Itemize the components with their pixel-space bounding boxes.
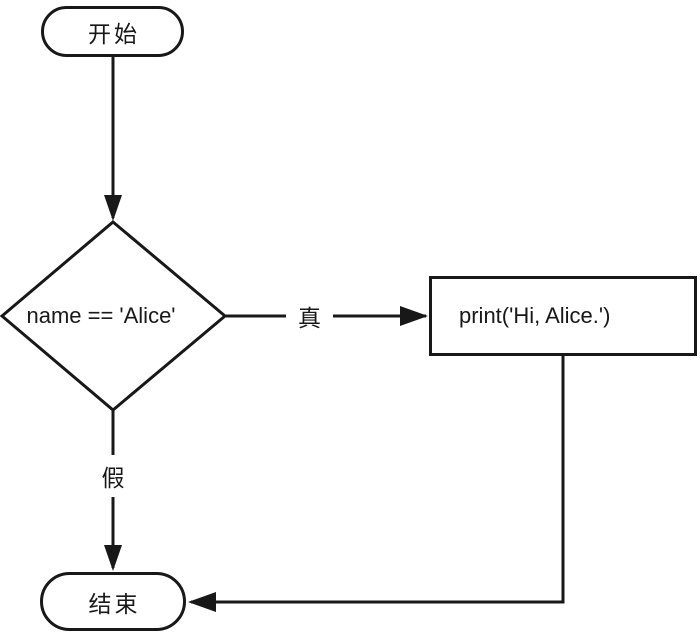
false-branch-label: 假: [93, 455, 133, 497]
arrowhead-down-into-decision-icon: [104, 195, 122, 221]
arrowhead-down-into-end-icon: [104, 545, 122, 571]
false-branch-text: 假: [101, 465, 125, 491]
decision-diamond-shape: [0, 220, 228, 412]
arrowhead-left-into-end-icon: [188, 592, 216, 612]
arrowhead-right-into-process-icon: [400, 306, 428, 326]
true-branch-label: 真: [286, 299, 333, 333]
process-code-text: print('Hi, Alice.'): [459, 303, 611, 328]
edge-process-to-end: [191, 356, 565, 604]
end-terminal-label: 结束: [88, 590, 141, 617]
end-terminal-node: 结束: [40, 572, 186, 631]
process-node: print('Hi, Alice.'): [429, 276, 697, 356]
start-terminal-node: 开始: [41, 6, 184, 57]
start-terminal-label: 开始: [88, 20, 140, 47]
true-branch-text: 真: [298, 305, 321, 331]
